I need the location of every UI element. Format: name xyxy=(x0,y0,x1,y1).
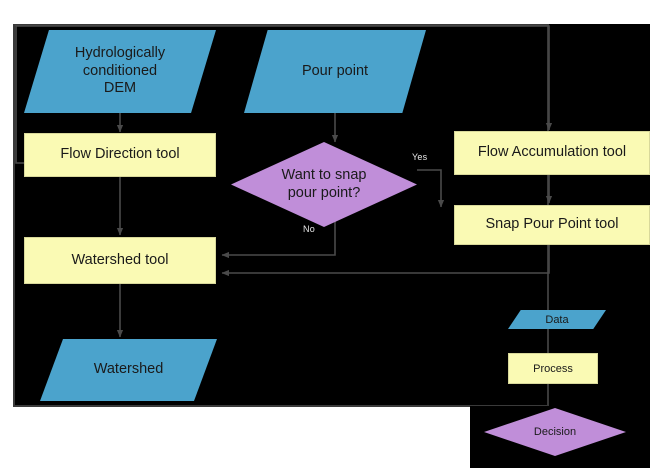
node-label: Snap Pour Point tool xyxy=(485,216,619,233)
node-label-line1: Want to snap xyxy=(281,166,367,183)
edge-label-yes: Yes xyxy=(412,152,428,162)
node-flow-accumulation-tool[interactable]: Flow Accumulation tool xyxy=(454,131,650,175)
node-watershed[interactable]: Watershed xyxy=(40,339,217,401)
legend-label-data: Data xyxy=(545,313,569,326)
node-label: Hydrologically conditioned DEM xyxy=(75,45,165,98)
legend-item-data: Data xyxy=(508,310,606,329)
node-label-line3: DEM xyxy=(103,80,137,97)
node-label-line2: pour point? xyxy=(287,184,361,201)
node-label-line1: Hydrologically xyxy=(74,44,166,61)
node-label: Pour point xyxy=(301,62,369,79)
node-label: Watershed tool xyxy=(71,251,169,268)
node-label: Watershed xyxy=(93,361,164,378)
node-flow-direction-tool[interactable]: Flow Direction tool xyxy=(24,133,216,177)
node-label-line2: conditioned xyxy=(82,62,158,79)
legend-label-decision: Decision xyxy=(533,426,577,438)
node-label: Want to snap pour point? xyxy=(282,167,367,202)
legend-label-process: Process xyxy=(533,362,573,375)
node-snap-pour-point-tool[interactable]: Snap Pour Point tool xyxy=(454,205,650,245)
node-hydrologically-conditioned-dem[interactable]: Hydrologically conditioned DEM xyxy=(24,30,216,113)
node-watershed-tool[interactable]: Watershed tool xyxy=(24,237,216,284)
legend-item-process: Process xyxy=(508,353,598,384)
node-label: Flow Accumulation tool xyxy=(477,144,627,161)
node-pour-point[interactable]: Pour point xyxy=(244,30,426,113)
edge-label-no: No xyxy=(303,224,315,234)
node-label: Flow Direction tool xyxy=(60,146,180,163)
